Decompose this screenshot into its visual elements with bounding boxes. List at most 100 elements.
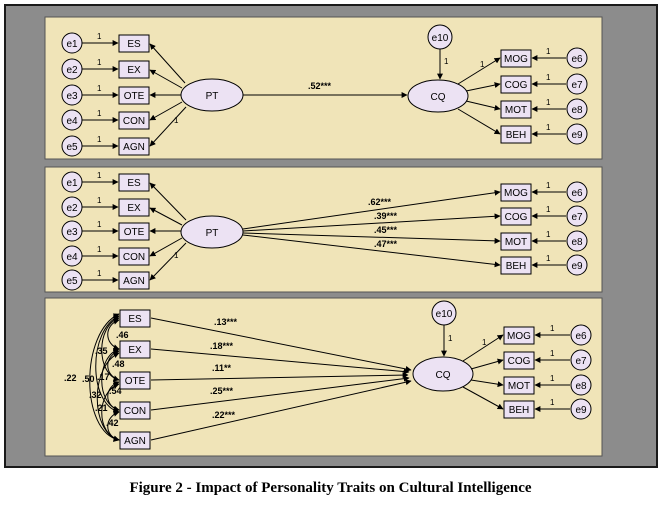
svg-text:e9: e9 bbox=[571, 130, 583, 141]
indicator-ote: OTE bbox=[118, 86, 150, 105]
svg-text:e1: e1 bbox=[66, 39, 78, 50]
error-e2: e2 bbox=[61, 58, 83, 80]
path-coefficient: .47*** bbox=[374, 239, 398, 249]
correlation-value: .46 bbox=[116, 330, 129, 340]
loading-label: 1 bbox=[550, 398, 555, 407]
error-e8: e8 bbox=[570, 374, 592, 396]
svg-text:e8: e8 bbox=[575, 381, 587, 392]
indicator-beh: BEH bbox=[500, 125, 532, 144]
error-e6: e6 bbox=[570, 324, 592, 346]
loading-label: 1 bbox=[546, 47, 551, 56]
loading-label: 1 bbox=[546, 181, 551, 190]
svg-text:e5: e5 bbox=[66, 276, 78, 287]
latent-cq: CQ bbox=[412, 356, 474, 392]
svg-text:e7: e7 bbox=[571, 212, 583, 223]
svg-text:AGN: AGN bbox=[124, 436, 146, 447]
indicator-mot: MOT bbox=[500, 232, 532, 251]
svg-text:MOG: MOG bbox=[507, 331, 531, 342]
svg-text:e6: e6 bbox=[571, 188, 583, 199]
correlation-value: .35 bbox=[95, 346, 108, 356]
svg-text:ES: ES bbox=[127, 39, 141, 50]
latent-pt: PT bbox=[180, 215, 244, 249]
path-coefficient: .25*** bbox=[210, 386, 234, 396]
loading-label: 1 bbox=[550, 324, 555, 333]
path-coefficient: .18*** bbox=[210, 341, 234, 351]
correlation-value: .17 bbox=[97, 372, 110, 382]
indicator-con: CON bbox=[118, 247, 150, 266]
svg-text:e2: e2 bbox=[66, 203, 78, 214]
indicator-ex: EX bbox=[119, 340, 151, 359]
svg-text:e9: e9 bbox=[571, 261, 583, 272]
error-e9: e9 bbox=[566, 254, 588, 276]
svg-text:MOT: MOT bbox=[505, 237, 527, 248]
disturbance-e10: e10 bbox=[427, 24, 453, 50]
svg-text:e6: e6 bbox=[571, 54, 583, 65]
indicator-cog: COG bbox=[503, 351, 535, 370]
error-e6: e6 bbox=[566, 47, 588, 69]
loading-label: 1 bbox=[482, 338, 487, 347]
indicator-agn: AGN bbox=[118, 137, 150, 156]
correlation-arcs bbox=[89, 313, 120, 442]
indicator-mot: MOT bbox=[503, 376, 535, 395]
svg-text:CON: CON bbox=[123, 116, 145, 127]
indicator-mog: MOG bbox=[503, 326, 535, 345]
error-e8: e8 bbox=[566, 230, 588, 252]
indicator-con: CON bbox=[118, 111, 150, 130]
indicator-agn: AGN bbox=[118, 271, 150, 290]
indicator-cog: COG bbox=[500, 207, 532, 226]
indicator-es: ES bbox=[118, 34, 150, 53]
error-e8: e8 bbox=[566, 98, 588, 120]
svg-text:PT: PT bbox=[206, 91, 219, 102]
svg-text:AGN: AGN bbox=[123, 142, 145, 153]
error-e1: e1 bbox=[61, 171, 83, 193]
svg-text:e2: e2 bbox=[66, 65, 78, 76]
loading-label: 1 bbox=[97, 171, 102, 180]
svg-text:BEH: BEH bbox=[509, 405, 530, 416]
svg-text:MOT: MOT bbox=[505, 105, 527, 116]
svg-text:MOG: MOG bbox=[504, 188, 528, 199]
svg-text:COG: COG bbox=[505, 212, 528, 223]
loading-label: 1 bbox=[550, 349, 555, 358]
svg-text:e1: e1 bbox=[66, 178, 78, 189]
svg-text:COG: COG bbox=[505, 80, 528, 91]
svg-text:ES: ES bbox=[127, 178, 141, 189]
loading-label: 1 bbox=[550, 374, 555, 383]
loading-label: 1 bbox=[97, 32, 102, 41]
loading-label: 1 bbox=[97, 84, 102, 93]
indicator-mog: MOG bbox=[500, 183, 532, 202]
svg-text:MOG: MOG bbox=[504, 54, 528, 65]
indicator-ote: OTE bbox=[119, 371, 151, 390]
path-coefficient: .62*** bbox=[368, 197, 392, 207]
svg-text:CON: CON bbox=[123, 252, 145, 263]
indicator-con: CON bbox=[119, 401, 151, 420]
svg-text:e5: e5 bbox=[66, 142, 78, 153]
loading-label: 1 bbox=[546, 230, 551, 239]
path-coefficient: .52*** bbox=[308, 81, 332, 91]
loading-label: 1 bbox=[546, 254, 551, 263]
error-e7: e7 bbox=[566, 205, 588, 227]
path-coefficient: .11** bbox=[212, 363, 232, 373]
loading-label: 1 bbox=[97, 135, 102, 144]
svg-text:OTE: OTE bbox=[125, 376, 146, 387]
error-e3: e3 bbox=[61, 220, 83, 242]
loading-label: 1 bbox=[97, 58, 102, 67]
loading-label: 1 bbox=[448, 334, 453, 343]
error-e9: e9 bbox=[570, 398, 592, 420]
panel-2: e1 e2 e3 e4 e5 1 1 1 1 1 1 ES EX OTE CON… bbox=[44, 166, 603, 293]
error-e3: e3 bbox=[61, 84, 83, 106]
indicator-beh: BEH bbox=[500, 256, 532, 275]
svg-text:MOT: MOT bbox=[508, 381, 530, 392]
svg-text:e9: e9 bbox=[575, 405, 587, 416]
svg-text:e8: e8 bbox=[571, 237, 583, 248]
svg-text:EX: EX bbox=[127, 65, 141, 76]
latent-cq: CQ bbox=[407, 79, 469, 113]
loading-label: 1 bbox=[174, 116, 179, 125]
svg-text:CQ: CQ bbox=[436, 370, 451, 381]
panel-1: e1 e2 e3 e4 e5 1 1 1 1 1 1 ES EX OTE CON bbox=[44, 16, 603, 160]
svg-text:BEH: BEH bbox=[506, 130, 527, 141]
path-coefficient: .39*** bbox=[374, 211, 398, 221]
path-coefficient: .45*** bbox=[374, 225, 398, 235]
error-e5: e5 bbox=[61, 135, 83, 157]
svg-text:OTE: OTE bbox=[124, 91, 145, 102]
loading-label: 1 bbox=[546, 73, 551, 82]
